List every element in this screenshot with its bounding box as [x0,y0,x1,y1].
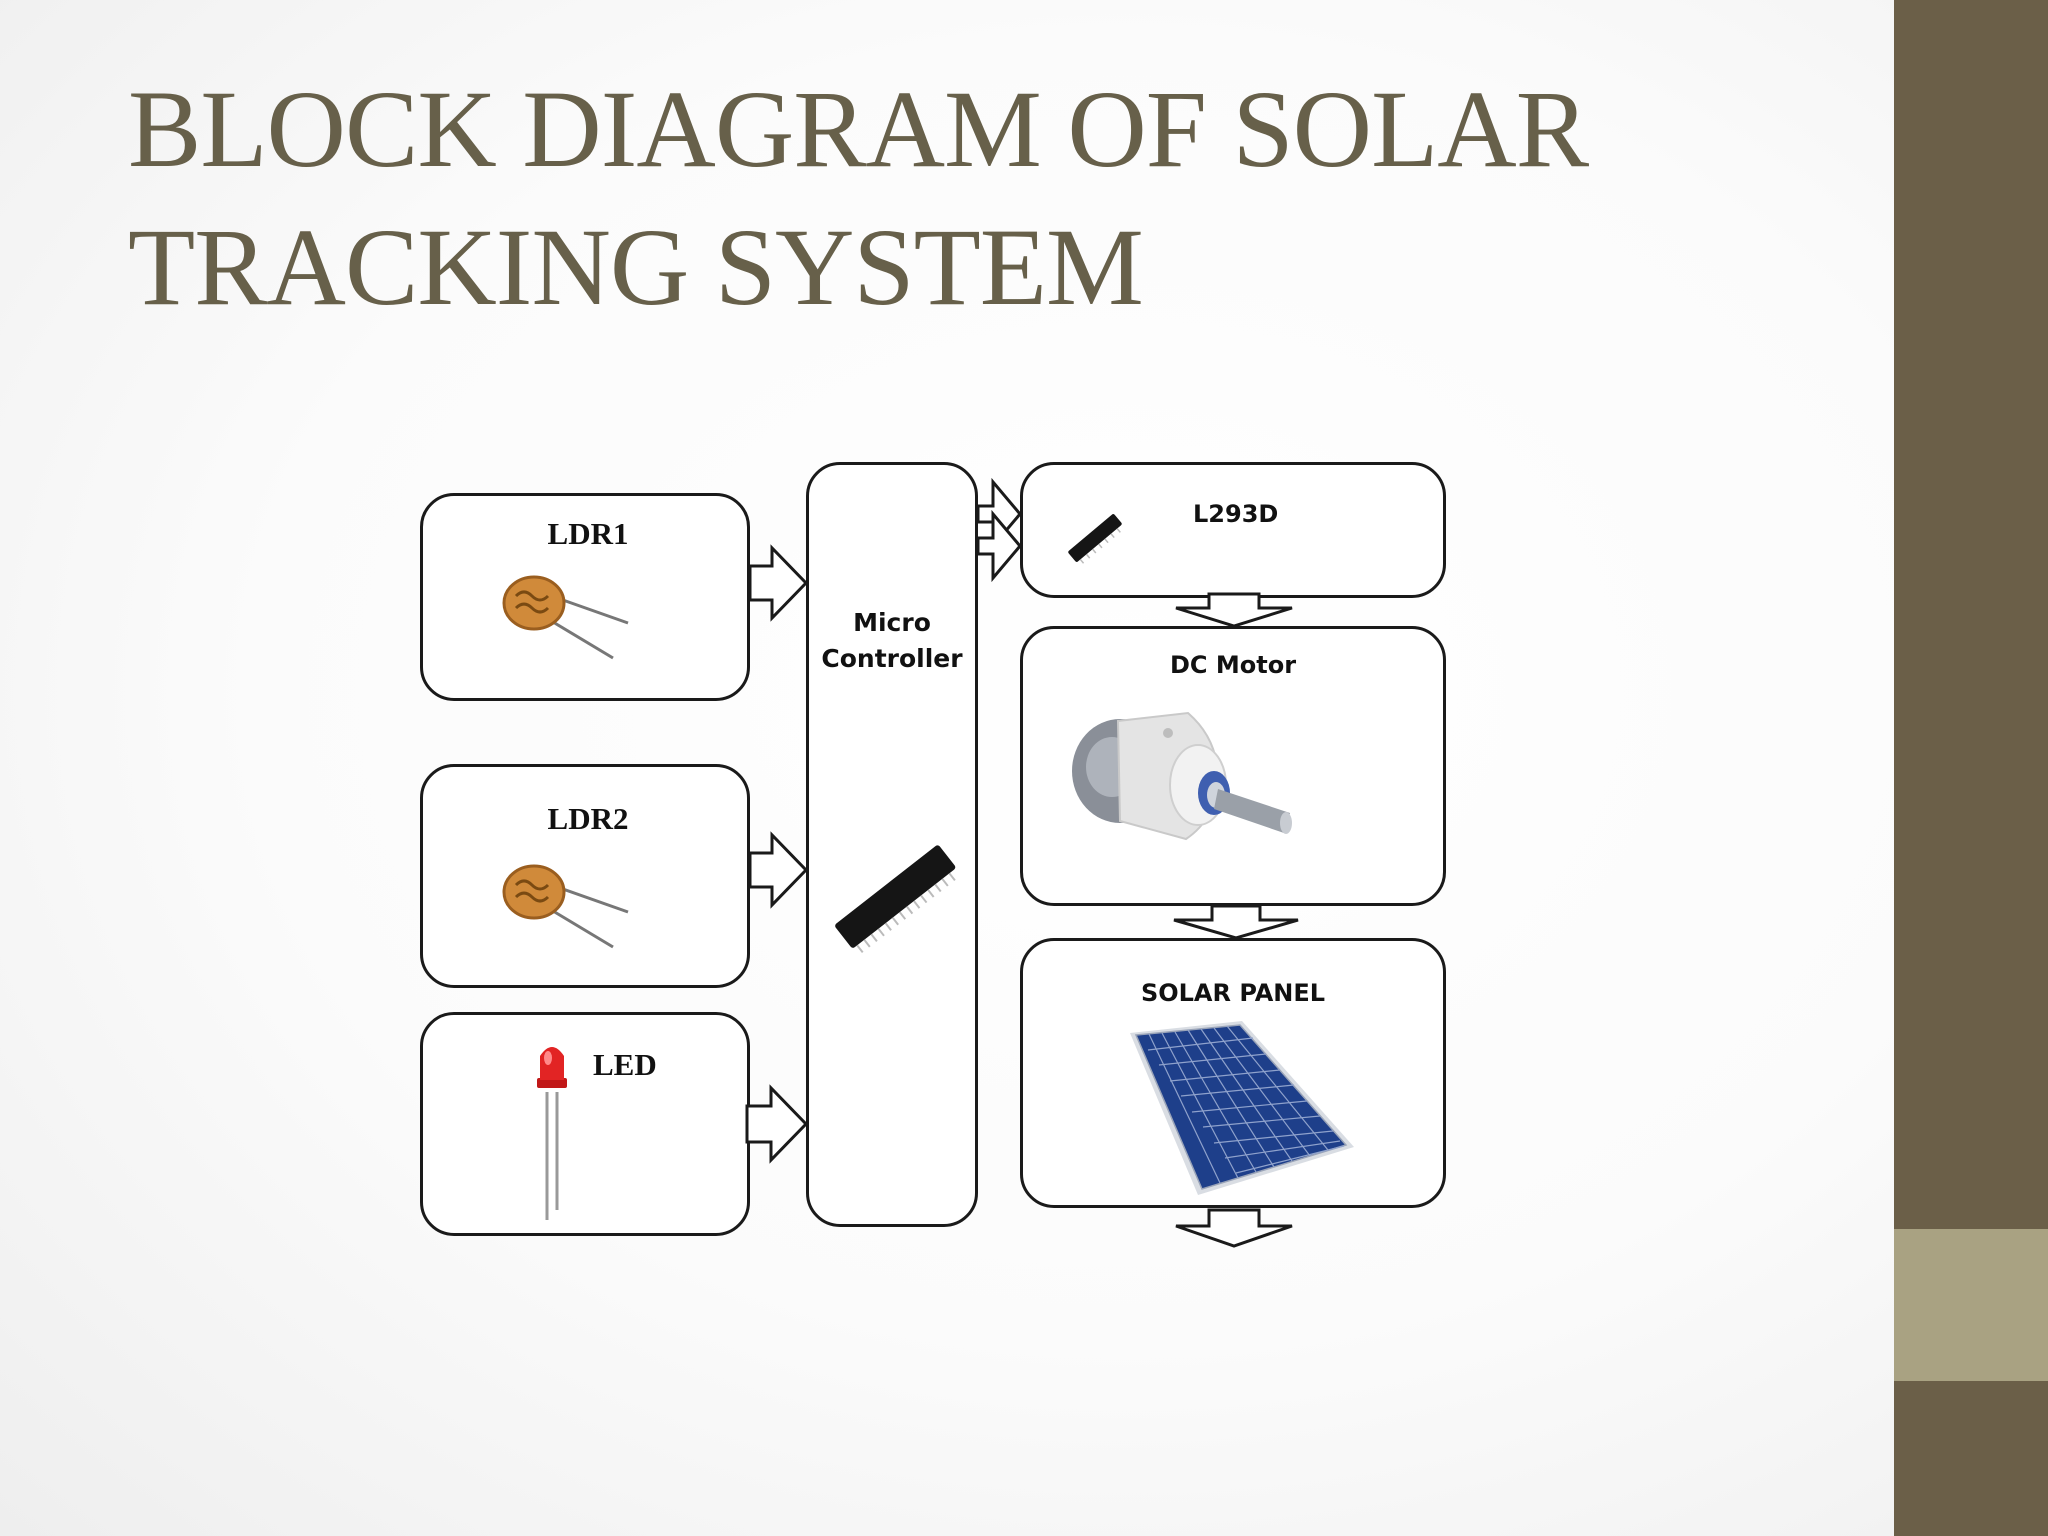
dc-motor-block: DC Motor [1020,626,1446,906]
solar-panel-block: SOLAR PANEL [1020,938,1446,1208]
arrow-ldr1-to-microcontroller [748,544,809,622]
ldr2-block: LDR2 [420,764,750,988]
ic-chip-icon [1068,514,1122,564]
solar-panel-icon [1130,1021,1354,1195]
ldr1-block: LDR1 [420,493,750,701]
microcontroller-label: Micro Controller [809,605,975,677]
ldr1-label: LDR1 [547,516,629,551]
dc-motor-label: DC Motor [1169,651,1297,679]
red-led-icon [537,1047,567,1220]
arrow-led-to-microcontroller [745,1084,809,1164]
decorative-sidebar-accent [1894,1229,2048,1381]
microcontroller-label-line1: Micro [853,608,931,637]
solar-panel-label: SOLAR PANEL [1140,979,1326,1007]
ldr2-label: LDR2 [547,801,629,836]
ic-chip-icon [835,845,956,954]
arrow-solar-panel-output [1175,1208,1293,1248]
microcontroller-label-line2: Controller [821,644,963,673]
arrow-dc-motor-to-solar-panel [1173,904,1299,940]
slide-title: BLOCK DIAGRAM OF SOLAR TRACKING SYSTEM [128,60,1728,336]
ldr-icon [502,575,629,660]
dc-motor-icon [1072,711,1292,841]
ldr-icon [502,864,629,949]
title-line-2: TRACKING SYSTEM [128,206,1144,328]
microcontroller-block: Micro Controller [806,462,978,1227]
l293d-label: L293D [1193,500,1279,528]
arrow-ldr2-to-microcontroller [748,831,809,909]
title-line-1: BLOCK DIAGRAM OF SOLAR [128,68,1589,190]
arrow-microcontroller-to-l293d-lower [976,509,1022,583]
led-block: LED [420,1012,750,1236]
led-label: LED [593,1047,657,1082]
arrow-l293d-to-dc-motor [1175,592,1293,628]
